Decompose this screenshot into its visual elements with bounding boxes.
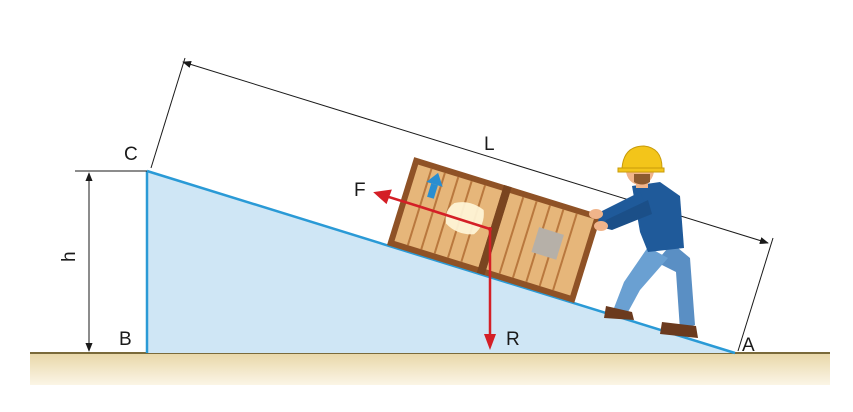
ground [30, 353, 830, 385]
crate-sticker [531, 227, 564, 260]
force-label: F [354, 180, 366, 201]
worker-pushing-icon [589, 145, 698, 338]
length-extension-line-a [737, 237, 774, 352]
hard-hat-icon [617, 145, 665, 173]
force-path-horizontal [420, 205, 491, 231]
vertex-c-label: C [124, 144, 138, 165]
up-arrow-icon [426, 172, 443, 199]
vertex-b-label: B [119, 329, 132, 350]
length-label: L [484, 134, 495, 155]
vertex-a-label: A [742, 335, 755, 356]
wooden-crate-icon [387, 157, 602, 303]
force-arrow-f [373, 189, 422, 209]
resistance-arrow-r [484, 334, 496, 350]
height-label: h [59, 251, 80, 262]
force-application-point [488, 227, 492, 231]
crate-label-patch [445, 202, 484, 235]
resistance-label: R [506, 329, 520, 350]
length-extension-line-c [150, 57, 186, 169]
